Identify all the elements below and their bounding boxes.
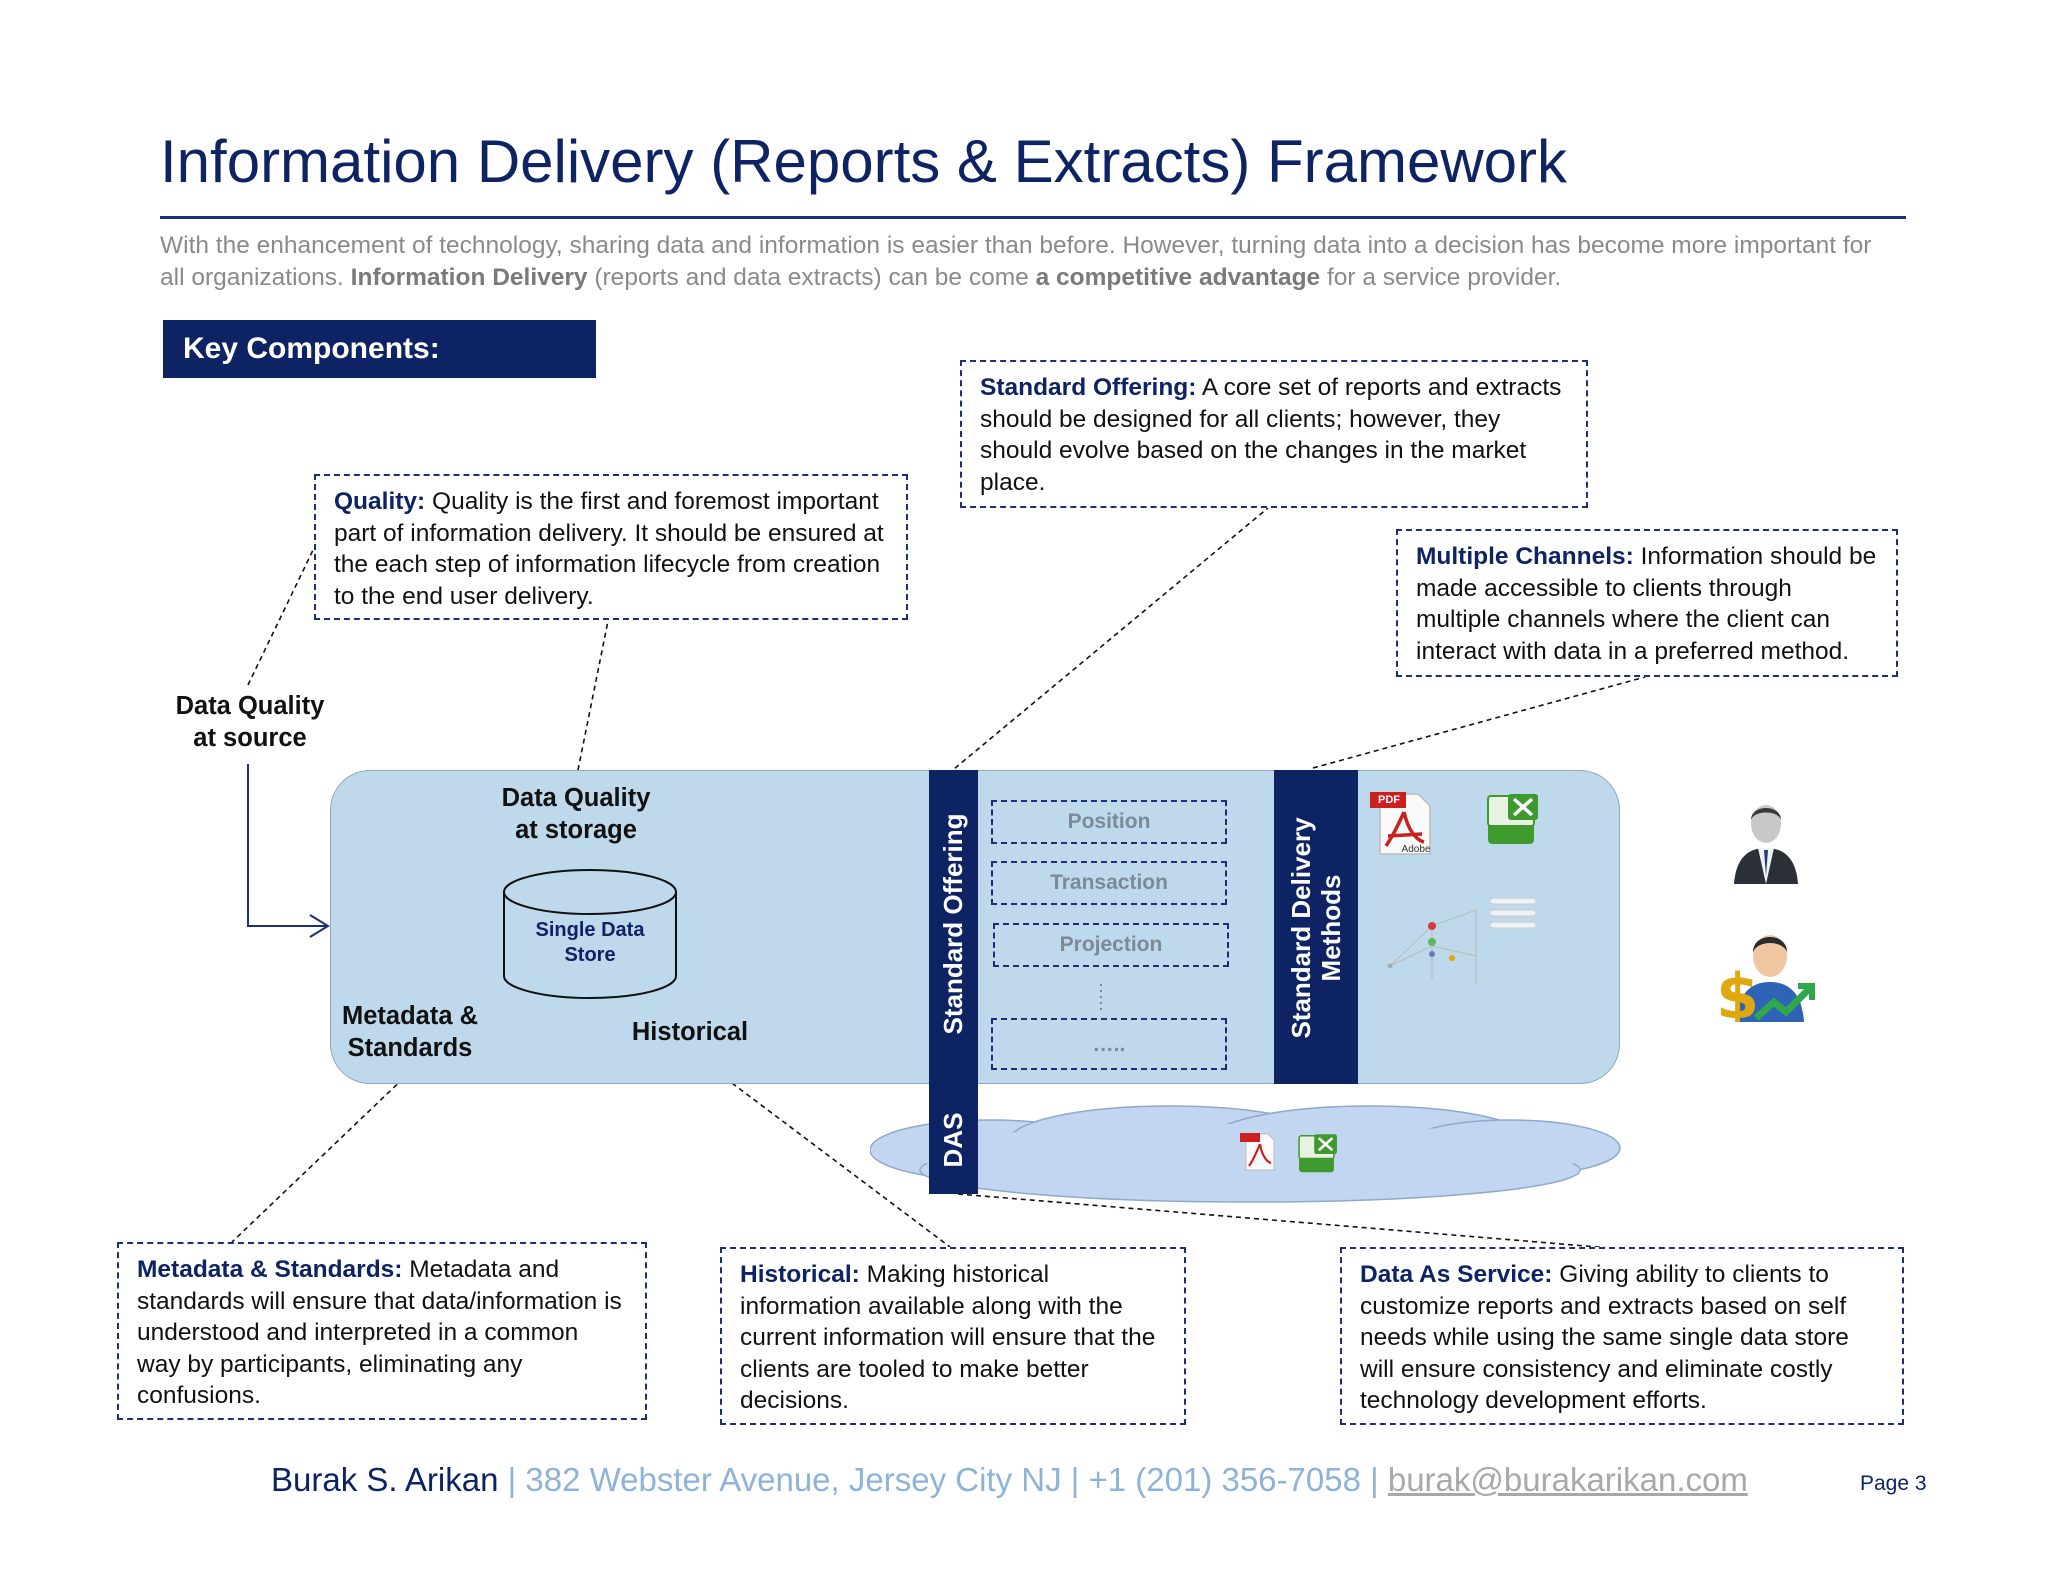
label-metadata-standards: Metadata & Standards — [320, 1000, 500, 1064]
label-line: Data Quality — [175, 692, 325, 720]
intro-paragraph: With the enhancement of technology, shar… — [160, 230, 1900, 294]
callout-title: Quality: — [334, 488, 426, 515]
label-data-quality-source: Data Quality at source — [150, 690, 350, 754]
das-bar-label: DAS — [938, 1112, 968, 1168]
footer-address: | 382 Webster Avenue, Jersey City NJ | +… — [498, 1461, 1388, 1498]
callout-title: Standard Offering: — [980, 374, 1197, 401]
intro-text: (reports and data extracts) can be come — [587, 264, 1036, 291]
pdf-icon: PDF Adobe — [1370, 790, 1434, 858]
source-arrow-head — [309, 914, 330, 938]
footer-contact: Burak S. Arikan | 382 Webster Avenue, Je… — [271, 1460, 1748, 1500]
interactive-network-icon — [1387, 897, 1537, 984]
offering-projection: Projection — [993, 923, 1229, 967]
standard-offering-bar-label: Standard Offering — [938, 813, 968, 1035]
adobe-icon-text: Adobe — [1401, 844, 1431, 855]
callout-historical: Historical: Making historical informatio… — [720, 1247, 1186, 1425]
offering-transaction: Transaction — [991, 861, 1227, 905]
offering-ellipsis: ….. — [991, 1018, 1227, 1070]
page-title: Information Delivery (Reports & Extracts… — [160, 128, 1568, 195]
page-number: Page 3 — [1860, 1472, 1927, 1495]
intro-emphasis: Information Delivery — [350, 264, 588, 291]
callout-text: Quality is the first and foremost import… — [334, 488, 884, 610]
label-data-quality-storage: Data Quality at storage — [476, 782, 676, 846]
footer-name: Burak S. Arikan — [271, 1461, 499, 1498]
svg-text:$: $ — [1716, 960, 1759, 1022]
business-person-icon — [1734, 805, 1798, 884]
connector-quality-source — [247, 547, 315, 686]
intro-emphasis: a competitive advantage — [1035, 264, 1321, 291]
callout-multiple-channels: Multiple Channels: Information should be… — [1396, 529, 1898, 677]
callout-title: Historical: — [740, 1261, 860, 1288]
offering-position: Position — [991, 800, 1227, 844]
callout-text: Giving ability to clients to customize r… — [1360, 1261, 1849, 1414]
connector-metadata — [231, 1071, 411, 1243]
cloud-excel-icon — [1298, 1134, 1337, 1173]
connector-standard-offering — [947, 507, 1269, 775]
offering-more-dots — [1100, 984, 1102, 1010]
key-components-header: Key Components: — [163, 320, 596, 378]
standard-delivery-methods-bar — [1274, 770, 1358, 1084]
callout-metadata-standards: Metadata & Standards: Metadata and stand… — [117, 1242, 647, 1420]
single-data-store-label: Single Data Store — [502, 918, 678, 968]
label-line: Data Quality — [501, 784, 651, 812]
label-line: at storage — [515, 816, 637, 844]
label-line: at source — [193, 724, 307, 752]
callout-text: Information should be made accessible to… — [1416, 543, 1877, 665]
callout-title: Data As Service: — [1360, 1261, 1553, 1288]
callout-title: Metadata & Standards: — [137, 1256, 403, 1283]
cloud-pdf-icon — [1240, 1132, 1276, 1172]
title-divider — [160, 216, 1906, 219]
callout-data-as-service: Data As Service: Giving ability to clien… — [1340, 1247, 1904, 1425]
callout-text: Metadata and standards will ensure that … — [137, 1256, 622, 1409]
callout-quality: Quality: Quality is the first and foremo… — [314, 474, 908, 620]
callout-title: Multiple Channels: — [1416, 543, 1634, 570]
excel-icon — [1487, 794, 1538, 844]
label-line: Store — [564, 944, 616, 966]
intro-text: With the enhancement of technology, shar… — [160, 232, 1872, 291]
label-line: Metadata & — [341, 1002, 479, 1030]
label-historical: Historical — [631, 1018, 749, 1046]
connector-das — [957, 1193, 1623, 1250]
connector-multiple-channels — [1312, 676, 1646, 769]
source-arrow-line — [247, 764, 326, 927]
label-line: Standards — [347, 1034, 473, 1062]
connector-quality-storage — [577, 620, 609, 771]
callout-text: A core set of reports and extracts shoul… — [980, 374, 1562, 496]
pdf-icon-graphic — [1370, 792, 1431, 855]
standard-delivery-methods-label: Standard Delivery Methods — [1286, 817, 1346, 1038]
single-data-store-cylinder — [503, 869, 677, 999]
callout-text: Making historical information available … — [740, 1261, 1156, 1414]
standard-offering-bar — [929, 770, 978, 1194]
label-line: Standard Delivery — [1286, 817, 1316, 1039]
label-line: Methods — [1316, 874, 1346, 982]
connector-historical — [695, 1055, 951, 1248]
pdf-icon-text: PDF — [1378, 794, 1400, 806]
cloud-pdf-icon-graphic — [1240, 1133, 1275, 1171]
label-line: Single Data — [535, 919, 645, 941]
investor-dollar-icon: $ — [1716, 935, 1815, 1022]
intro-text: for a service provider. — [1320, 264, 1562, 291]
footer-email-link[interactable]: burak@burakarikan.com — [1387, 1461, 1748, 1498]
callout-standard-offering: Standard Offering: A core set of reports… — [960, 360, 1588, 508]
